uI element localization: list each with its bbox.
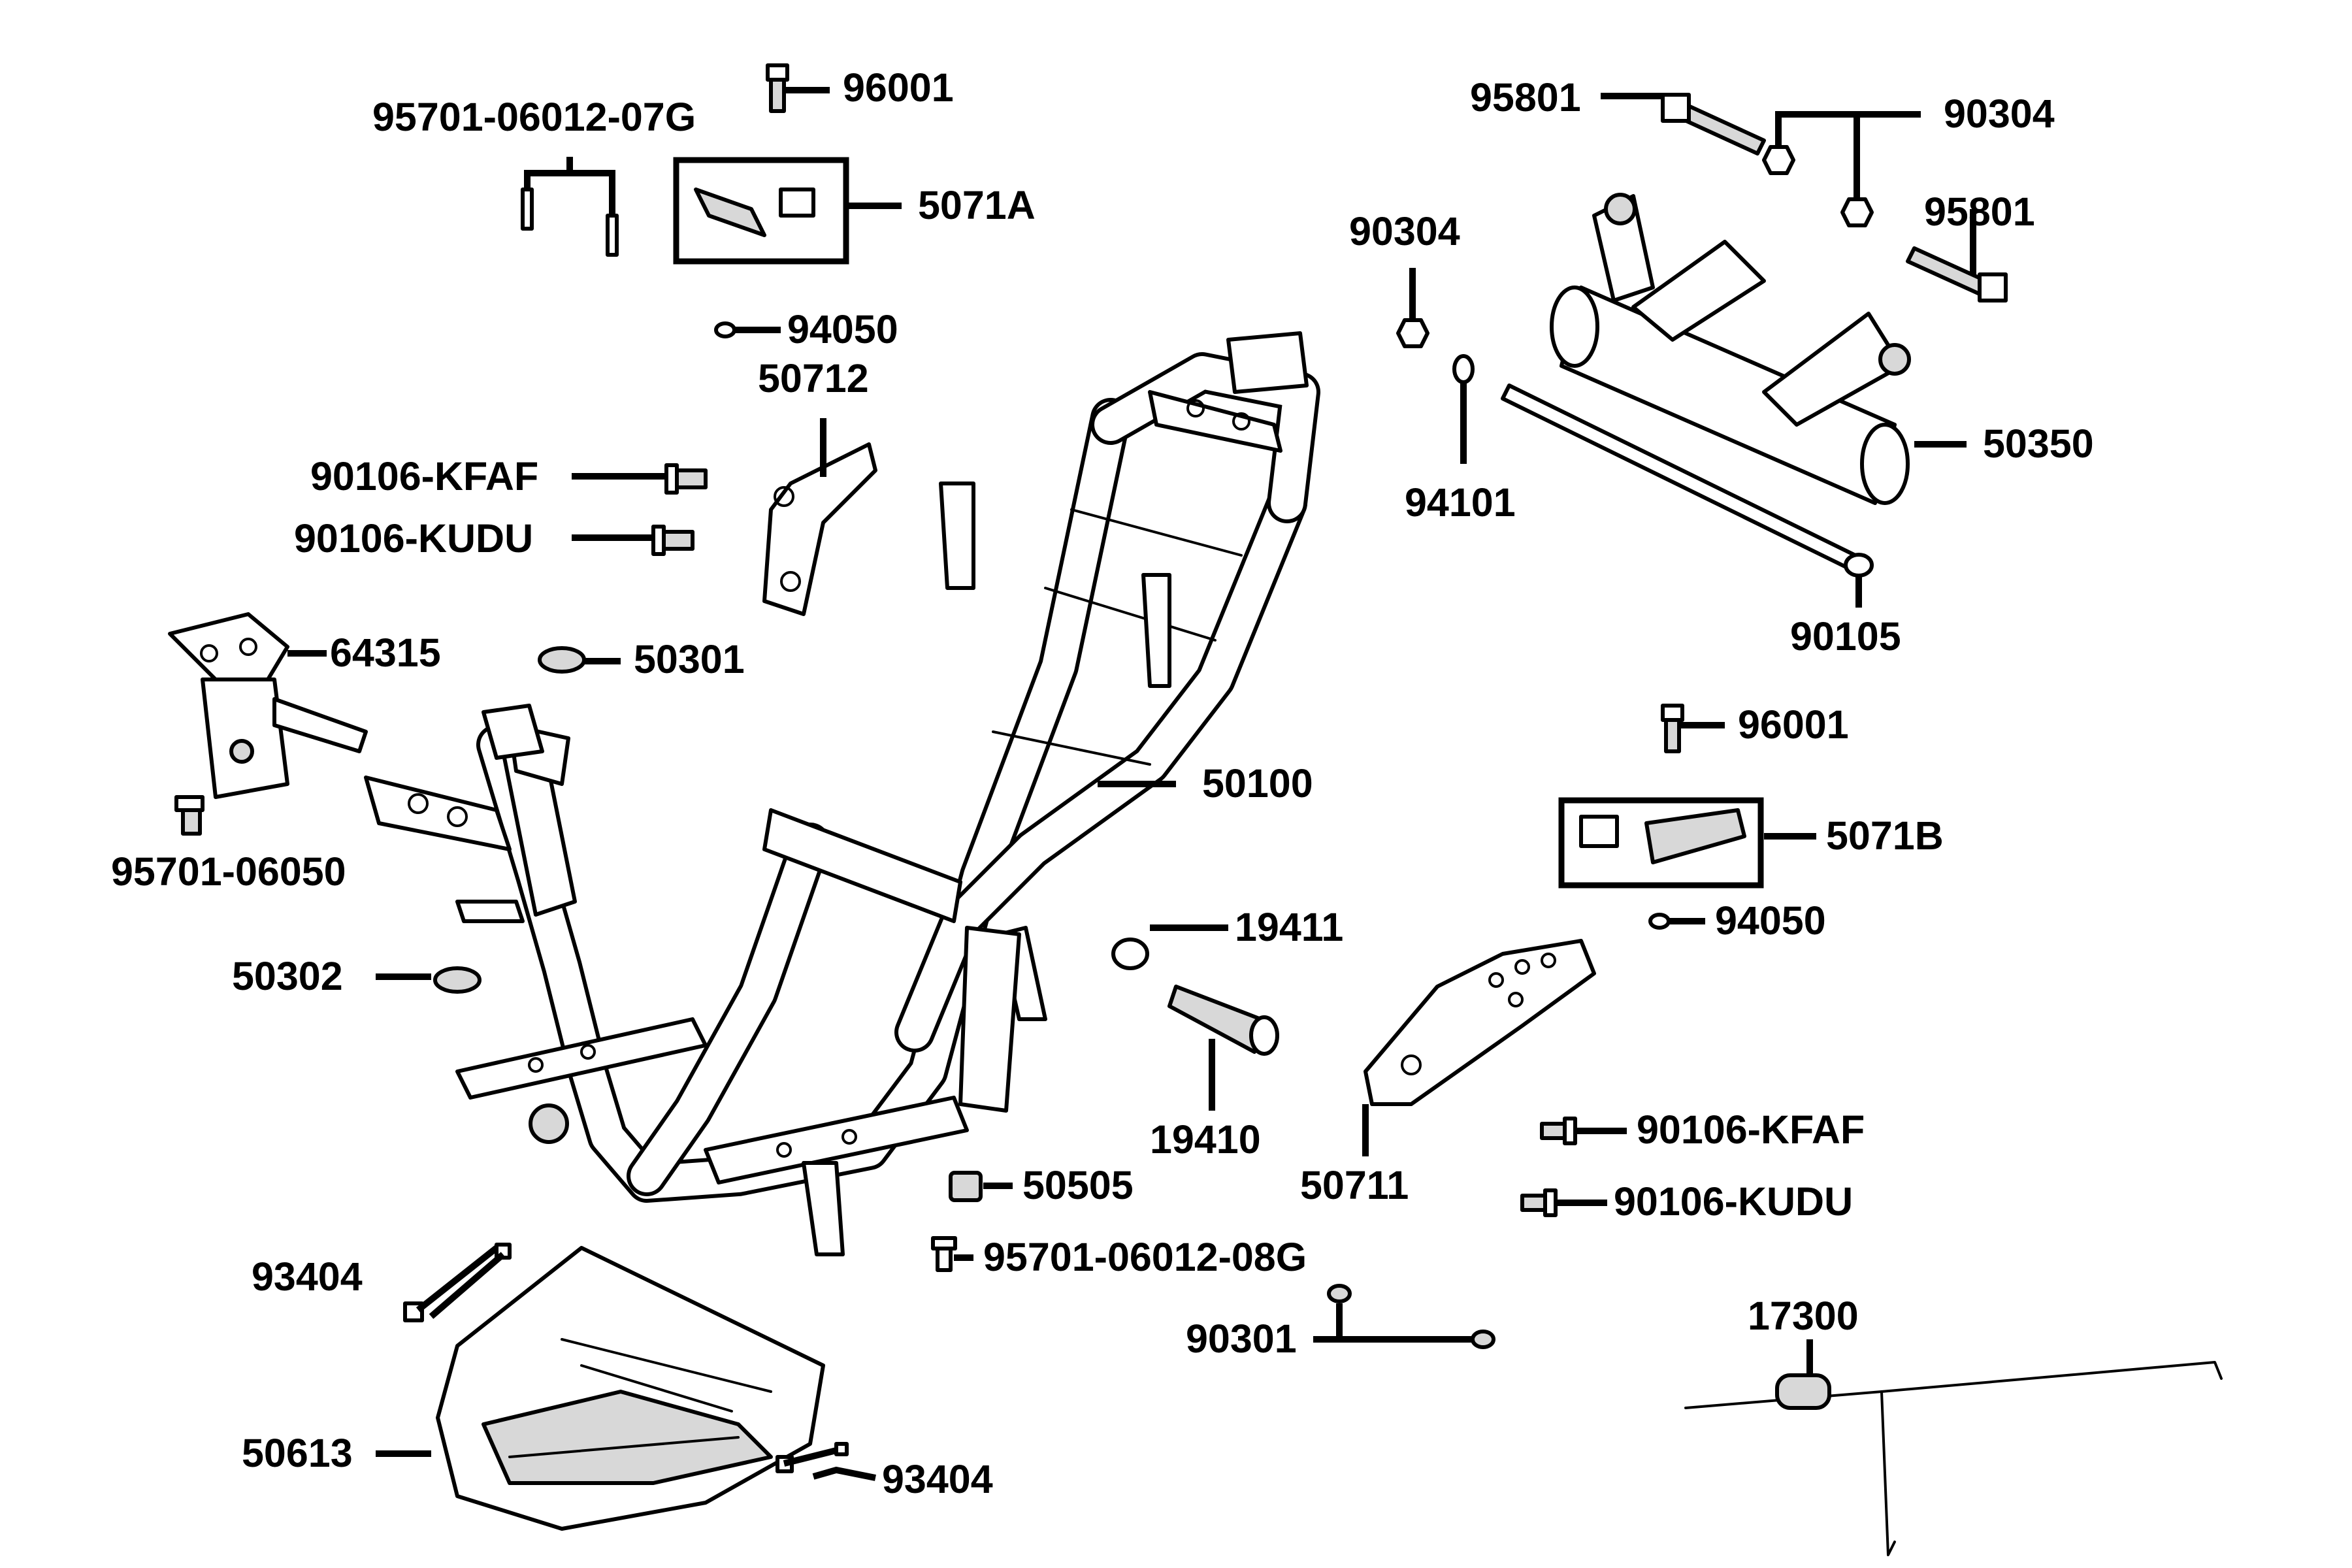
label-64315: 64315 [330,630,441,675]
bolt-90106-KUDU-right-icon [1520,1188,1558,1217]
label-5071B: 5071B [1826,813,1944,858]
bolt-95801-right-icon [1906,246,2008,302]
bolt-95701-06012-08G-icon [931,1236,957,1272]
bolt-90106-KFAF-left-icon [664,463,708,495]
label-90304-top: 90304 [1944,91,2055,136]
plug-50301-icon [538,646,586,674]
label-50302: 50302 [232,954,343,998]
clamp-19411-icon [1111,938,1149,970]
engine-hanger-50350 [1550,193,1911,505]
label-90106-KFAF-right: 90106-KFAF [1637,1107,1865,1152]
washer-94050-top-icon [714,321,736,338]
leader-lines [287,87,1976,1481]
under-cover-50613 [436,1246,825,1531]
label-90106-KUDU-left: 90106-KUDU [294,516,533,561]
label-95801-right: 95801 [1924,189,2035,234]
label-19410: 19410 [1150,1117,1261,1162]
label-96001-right: 96001 [1738,702,1849,747]
bolt-95701-06050-icon [174,795,204,836]
bracket-50711 [1364,939,1596,1106]
label-50613: 50613 [242,1431,353,1475]
bolt-95801-top-icon [1661,93,1766,155]
label-94101: 94101 [1405,480,1516,525]
bolt-90106-KFAF-right-icon [1540,1117,1577,1145]
label-95701-06050: 95701-06050 [111,849,346,894]
shaft-90105-icon [1501,384,1874,578]
label-96001-top: 96001 [843,65,954,110]
label-50711: 50711 [1300,1163,1409,1207]
label-93404-lower: 93404 [882,1457,993,1501]
bracket-64315 [168,612,368,799]
label-94050-top: 94050 [787,307,898,351]
label-94050-right: 94050 [1715,898,1826,943]
washer-94050-right-icon [1648,913,1671,930]
group-box-5071A [673,157,849,265]
label-50350: 50350 [1983,421,2094,466]
main-frame [364,331,1320,1256]
label-5071A: 5071A [918,183,1036,227]
footrest-5071B-icon [1579,808,1746,864]
bolt-96001-top-icon [766,63,789,113]
label-95801-top: 95801 [1470,75,1581,120]
label-19411: 19411 [1235,905,1343,949]
label-90301: 90301 [1186,1316,1297,1361]
label-93404-upper: 93404 [252,1254,363,1299]
label-90106-KUDU-right: 90106-KUDU [1614,1179,1853,1224]
label-50712: 50712 [758,356,869,400]
label-90304-mid: 90304 [1349,209,1460,253]
part-labels: 96001 95701-06012-07G 5071A 94050 50712 … [111,65,2094,1501]
bolt-90106-KUDU-left-icon [651,525,694,556]
nuts-90304-top-icon [1762,145,1874,227]
cable-17300 [1684,1361,2223,1556]
label-95701-06012-08G: 95701-06012-08G [983,1235,1307,1279]
hose-19410-icon [1168,985,1279,1056]
footrest-5071A-icon [694,188,815,237]
label-90105: 90105 [1790,614,1901,659]
nut-90304-mid-icon [1396,318,1429,348]
group-box-5071B [1558,797,1764,889]
label-50100: 50100 [1202,761,1313,806]
label-90106-KFAF-left: 90106-KFAF [310,454,538,498]
label-50505: 50505 [1022,1163,1134,1207]
connector-50505-icon [949,1171,983,1202]
plug-50302-icon [433,966,482,994]
washer-94101-icon [1452,354,1475,384]
label-95701-06012-07G: 95701-06012-07G [372,95,696,139]
label-17300: 17300 [1748,1294,1859,1338]
label-50301: 50301 [634,637,745,681]
bolts-95701-06012-07G-icon [521,188,619,257]
